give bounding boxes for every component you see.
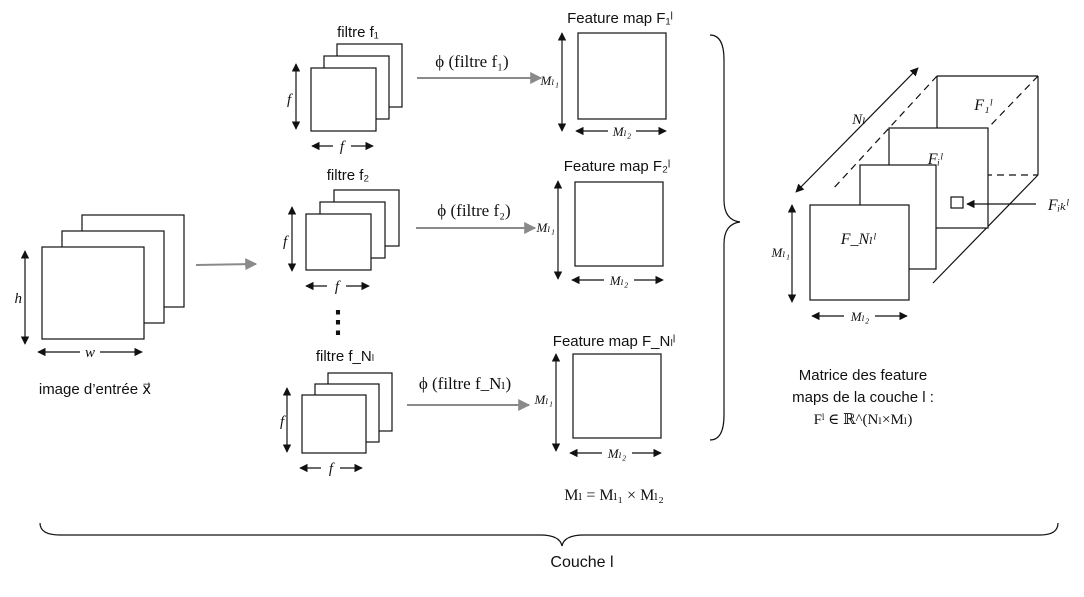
input-to-filters-arrow (195, 258, 258, 271)
layer-label: Couche l (550, 554, 613, 571)
cube-f1-label: F₁ˡ (973, 97, 992, 114)
feature-map-1-width-label: Mₗ₂ (612, 124, 632, 139)
input-image-stack (41, 214, 185, 340)
feature-map-2 (574, 181, 664, 267)
filter-n-label: filtre f_Nₗ (316, 348, 374, 365)
filter-2-label: filtre f₂ (327, 167, 370, 184)
feature-maps-brace (709, 34, 741, 441)
filter-n-width-label: f (329, 461, 335, 477)
cube-depth-label: Nₗ (851, 112, 866, 128)
matrix-caption-line-1: Matrice des feature (799, 367, 927, 384)
input-height-label: h (15, 291, 23, 307)
feature-map-1 (577, 32, 667, 120)
filter-1-label: filtre f₁ (337, 24, 379, 41)
filters-ellipsis: ⋮ (323, 306, 353, 339)
cube-width-label: Mₗ₂ (850, 309, 870, 324)
feature-map-2-title: Feature map F₂ˡ (564, 158, 671, 175)
feature-map-n (572, 353, 662, 439)
filter-n-stack (301, 372, 393, 454)
phi-op-n: ϕ (filtre f_Nₗ) (419, 374, 511, 393)
feature-map-1-title: Feature map F₁ˡ (567, 10, 673, 27)
filter-n-height-label: f (280, 414, 286, 430)
ml-formula: Mₗ = Mₗ₁ × Mₗ₂ (564, 487, 664, 504)
feature-map-2-height-label: Mₗ₁ (535, 220, 555, 235)
phi-op-1: ϕ (filtre f₁) (435, 52, 508, 71)
filter-1-stack (310, 43, 403, 132)
layer-brace (39, 522, 1059, 547)
phi-op-2: ϕ (filtre f₂) (437, 201, 510, 220)
filter-1-width-label: f (340, 139, 346, 155)
feature-map-n-width-label: Mₗ₂ (607, 446, 627, 461)
feature-map-1-height-label: Mₗ₁ (539, 73, 559, 88)
cube-fi-label: Fᵢˡ (927, 151, 943, 168)
feature-map-n-title: Feature map F_Nₗˡ (553, 333, 675, 350)
matrix-caption-line-3: Fˡ ∈ ℝ^(Nₗ×Mₗ) (814, 412, 913, 428)
feature-cube (809, 75, 1039, 301)
matrix-caption-line-2: maps de la couche l : (792, 389, 934, 406)
cube-depth-arrow (795, 67, 919, 193)
cube-fnl-label: F_Nₗˡ (840, 231, 876, 248)
filter-1-height-label: f (287, 92, 293, 108)
filter-2-stack (305, 189, 400, 271)
input-width-label: w (85, 345, 95, 361)
feature-map-2-width-label: Mₗ₂ (609, 273, 629, 288)
cube-fik-label: Fᵢₖˡ (1047, 197, 1069, 214)
filter-2-height-label: f (283, 234, 289, 250)
cube-slice-nl (809, 204, 910, 301)
filter-2-width-label: f (335, 279, 341, 295)
cube-height-label: Mₗ₁ (770, 245, 790, 260)
cube-element-square (950, 196, 964, 209)
input-caption: image d’entrée x⃗ (39, 381, 151, 398)
feature-map-n-height-label: Mₗ₁ (533, 392, 553, 407)
